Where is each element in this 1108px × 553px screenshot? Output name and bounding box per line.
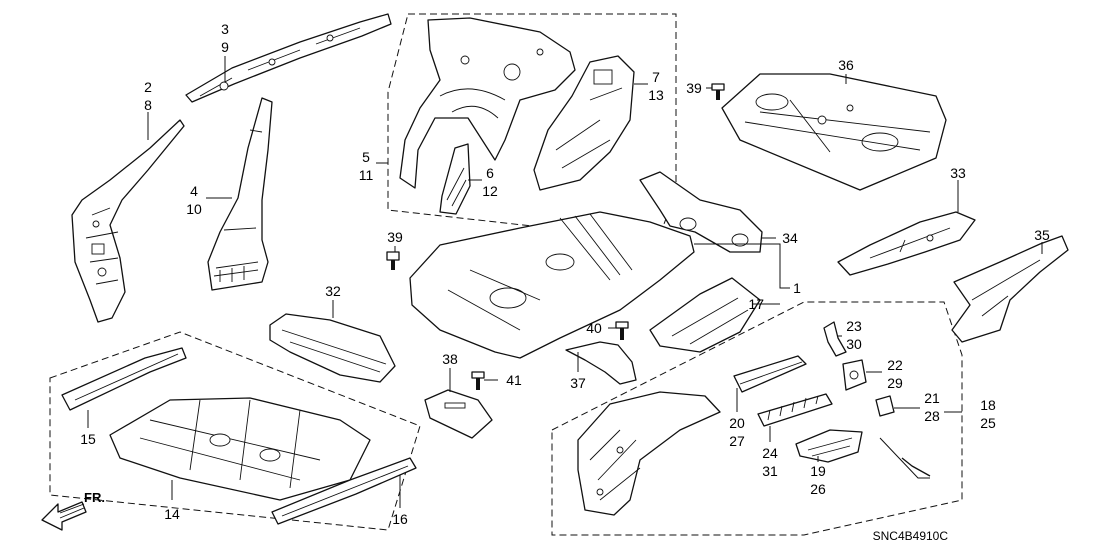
callout-29: 29 bbox=[887, 375, 903, 391]
callout-16: 16 bbox=[392, 511, 408, 527]
callout-39-middle: 39 bbox=[387, 229, 403, 245]
callout-11: 11 bbox=[359, 167, 374, 183]
callout-8: 8 bbox=[144, 97, 152, 113]
callout-7: 7 bbox=[652, 69, 660, 85]
leader-lines bbox=[87, 56, 1043, 508]
bolt-40 bbox=[615, 321, 629, 340]
callout-13: 13 bbox=[648, 87, 664, 103]
callout-34: 34 bbox=[782, 230, 798, 246]
bolt-39-middle bbox=[386, 251, 400, 270]
callout-26: 26 bbox=[810, 481, 826, 497]
part-sill-stiffener bbox=[757, 393, 833, 427]
callout-22: 22 bbox=[887, 357, 903, 373]
part-rear-crossmember bbox=[639, 171, 763, 253]
part-center-pillar bbox=[207, 97, 273, 291]
callout-4: 4 bbox=[190, 183, 198, 199]
callout-10: 10 bbox=[186, 201, 202, 217]
callout-21: 21 bbox=[924, 390, 940, 406]
callout-18: 18 bbox=[980, 397, 996, 413]
diagram-part-code: SNC4B4910C bbox=[873, 529, 949, 543]
bolt-41 bbox=[471, 371, 485, 390]
callout-27: 27 bbox=[729, 433, 745, 449]
callout-37: 37 bbox=[570, 375, 586, 391]
part-rear-wheelhouse-left bbox=[399, 17, 576, 189]
callout-1: 1 bbox=[793, 280, 801, 296]
front-direction-arrow-icon bbox=[41, 501, 87, 531]
callout-2: 2 bbox=[144, 79, 152, 95]
part-brace bbox=[439, 143, 471, 215]
part-rear-floor bbox=[409, 211, 695, 359]
front-direction-label: FR. bbox=[84, 490, 105, 505]
part-rear-shelf bbox=[721, 73, 947, 191]
callout-19: 19 bbox=[810, 463, 826, 479]
part-rear-floor-side bbox=[649, 277, 761, 353]
part-side-sill bbox=[577, 391, 721, 516]
part-front-pillar bbox=[71, 119, 185, 323]
callout-20: 20 bbox=[729, 415, 745, 431]
part-rear-frame-upper bbox=[837, 211, 976, 276]
callout-35: 35 bbox=[1034, 227, 1050, 243]
part-rear-frame-lower bbox=[951, 235, 1069, 343]
part-roof-rail bbox=[185, 13, 392, 103]
callout-17: 17 bbox=[748, 296, 764, 312]
callout-15: 15 bbox=[80, 431, 96, 447]
callout-32: 32 bbox=[325, 283, 341, 299]
callout-33: 33 bbox=[950, 165, 966, 181]
part-bracket-small bbox=[424, 389, 493, 439]
callout-40: 40 bbox=[586, 320, 602, 336]
bolt-39-top bbox=[711, 83, 725, 100]
callout-36: 36 bbox=[838, 57, 854, 73]
part-sill-reinforcement bbox=[733, 355, 807, 393]
part-sill-plate bbox=[795, 429, 863, 463]
part-crossmember bbox=[269, 313, 396, 383]
part-front-floor bbox=[109, 397, 371, 501]
part-rear-wheelhouse-right bbox=[533, 55, 635, 191]
callout-12: 12 bbox=[482, 183, 498, 199]
part-small-plate bbox=[875, 395, 895, 417]
part-rod bbox=[879, 437, 931, 479]
callout-41: 41 bbox=[506, 372, 522, 388]
callout-9: 9 bbox=[221, 39, 229, 55]
callout-38: 38 bbox=[442, 351, 458, 367]
callout-39-top: 39 bbox=[686, 80, 702, 96]
callout-3: 3 bbox=[221, 21, 229, 37]
callout-28: 28 bbox=[924, 408, 940, 424]
group-box-front-floor bbox=[49, 331, 421, 531]
callout-31: 31 bbox=[762, 463, 778, 479]
callout-14: 14 bbox=[164, 506, 180, 522]
part-front-floor-rail-right bbox=[271, 457, 417, 525]
part-bracket bbox=[565, 341, 637, 385]
group-box-side-sill bbox=[551, 301, 963, 536]
part-clip bbox=[823, 321, 847, 357]
callout-5: 5 bbox=[362, 149, 370, 165]
part-front-floor-rail-left bbox=[61, 347, 187, 411]
callout-30: 30 bbox=[846, 336, 862, 352]
callout-23: 23 bbox=[846, 318, 862, 334]
callout-25: 25 bbox=[980, 415, 996, 431]
callout-6: 6 bbox=[486, 165, 494, 181]
part-gusset bbox=[842, 359, 867, 391]
callout-24: 24 bbox=[762, 445, 778, 461]
